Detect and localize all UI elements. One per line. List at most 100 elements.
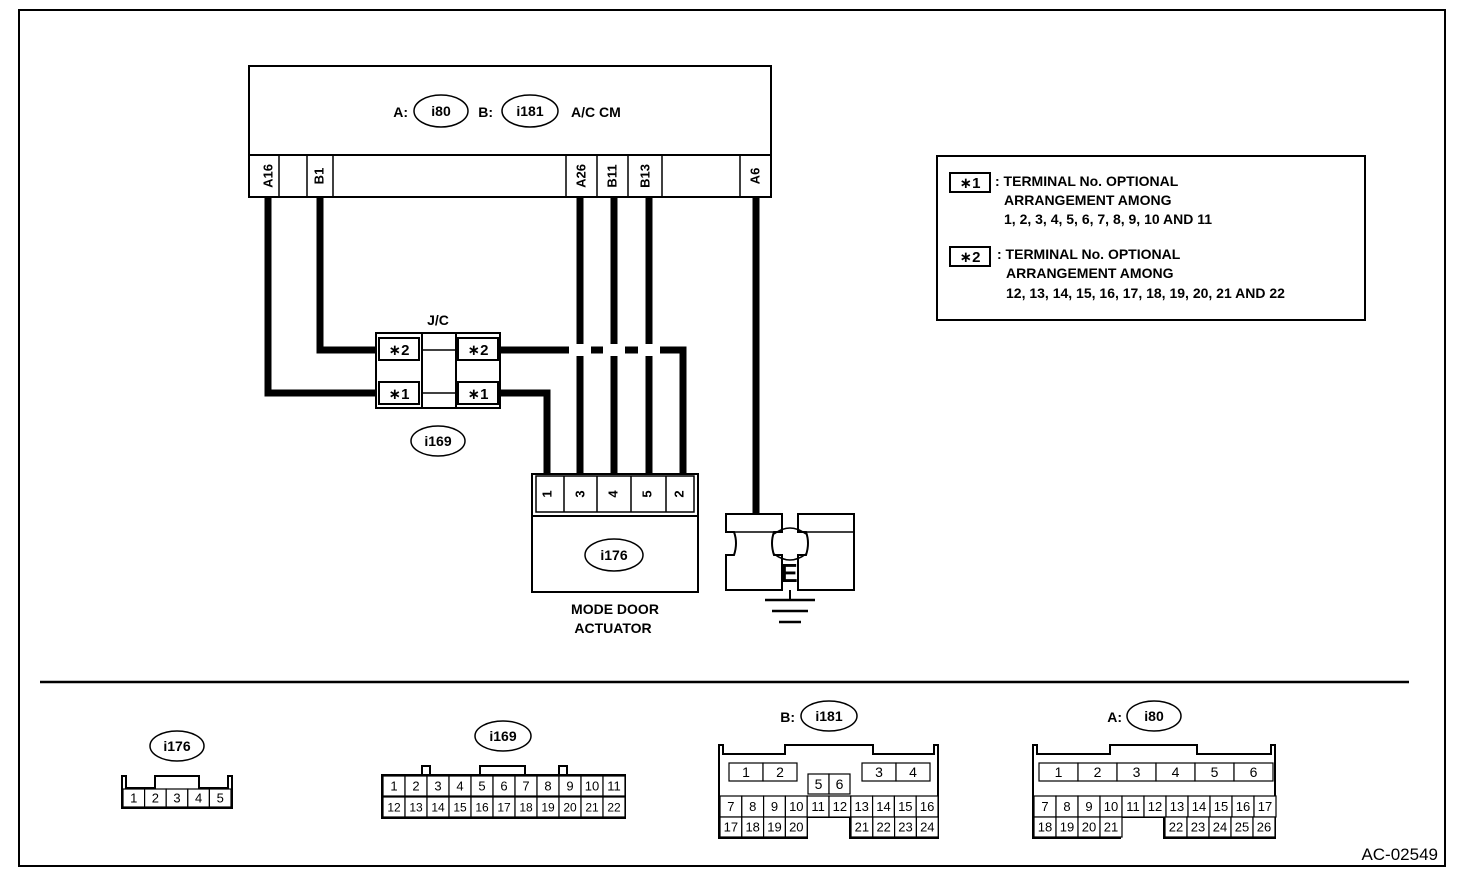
cv-i169-pin-15: 15 — [453, 800, 467, 814]
cv-i80-pin-22: 22 — [1169, 820, 1183, 835]
cv-i176-pin-3: 3 — [173, 791, 180, 806]
legend-mark-1: ∗1 — [960, 175, 981, 192]
acm-pin-a16: A16 — [260, 164, 275, 188]
wire-jc-pin1 — [498, 389, 551, 474]
diagram-code: AC-02549 — [1361, 845, 1438, 864]
cv-i169-pin-16: 16 — [475, 800, 489, 814]
cv-i181-pin-19: 19 — [767, 820, 781, 835]
cv-i80-label: i80 — [1144, 708, 1164, 724]
cv-i169-pin-5: 5 — [478, 779, 485, 794]
acm-prefix-a: A: — [393, 104, 408, 120]
cv-i169-pin-6: 6 — [500, 779, 507, 794]
cv-i80-prefix: A: — [1107, 709, 1122, 725]
cv-i169-pin-18: 18 — [519, 800, 533, 814]
cv-i176-pin-4: 4 — [195, 791, 202, 806]
cv-i181-pin-20: 20 — [789, 820, 803, 835]
cv-i181-pin-22: 22 — [876, 820, 890, 835]
cv-i181-pin-1: 1 — [742, 764, 750, 780]
cv-i80-pin-14: 14 — [1192, 799, 1206, 814]
cv-i169-pin-14: 14 — [431, 800, 445, 814]
acm-pin-b1: B1 — [311, 168, 326, 185]
acm-pin-b11: B11 — [604, 164, 619, 187]
cv-i169-pin-11: 11 — [607, 779, 621, 794]
cv-i80-pin-23: 23 — [1191, 820, 1205, 835]
cv-i80-pin-4: 4 — [1172, 764, 1180, 780]
cv-i169-pin-13: 13 — [409, 800, 423, 814]
cv-i181-pin-7: 7 — [727, 799, 734, 814]
cv-i181-pin-21: 21 — [855, 820, 869, 835]
mode-door-actuator: 1 3 4 5 2 i176 MODE DOOR ACTUATOR — [531, 473, 699, 636]
cv-i80-pin-7: 7 — [1041, 799, 1048, 814]
cv-i181-label: i181 — [815, 708, 842, 724]
legend-mark-2: ∗2 — [960, 249, 981, 266]
jc-label: J/C — [427, 312, 449, 328]
actuator-pin-2: 2 — [671, 490, 686, 497]
cv-i169-cell-11 — [602, 775, 626, 797]
jc-connector: i169 — [424, 433, 451, 449]
cv-i169-pin-4: 4 — [456, 779, 463, 794]
cv-i80-pin-5: 5 — [1211, 764, 1219, 780]
acm-conn-a: i80 — [431, 103, 451, 119]
cv-i169-pin-2: 2 — [412, 779, 419, 794]
acm-pin-cells — [278, 155, 772, 197]
cv-i169-pin-9: 9 — [566, 779, 573, 794]
cv-i80-pin-6: 6 — [1250, 764, 1258, 780]
cv-i80-pin-2: 2 — [1094, 764, 1102, 780]
cv-i181-pin-11: 11 — [811, 799, 825, 814]
cv-i181-pin-5: 5 — [815, 776, 823, 792]
legend-item-1-line3: 1, 2, 3, 4, 5, 6, 7, 8, 9, 10 AND 11 — [1004, 211, 1212, 227]
cv-i169-pin-3: 3 — [434, 779, 441, 794]
cv-i80-cell-26 — [1252, 816, 1276, 838]
cv-i181-pin-24: 24 — [920, 820, 934, 835]
cv-i181-pin-4: 4 — [909, 764, 917, 780]
cv-i80-pin-26: 26 — [1257, 820, 1271, 835]
cv-i80-pin-10: 10 — [1104, 799, 1118, 814]
acm-pin-a6: A6 — [747, 168, 762, 185]
cv-i80-pin-18: 18 — [1038, 820, 1052, 835]
jc-left-pin-2: ∗2 — [389, 342, 410, 359]
cv-i181-cell-2 — [762, 762, 798, 782]
cv-i181-pin-2: 2 — [776, 764, 784, 780]
acm-conn-b: i181 — [516, 103, 543, 119]
cv-i181-pin-23: 23 — [898, 820, 912, 835]
jc-connector-oval — [410, 425, 466, 457]
cv-i80-pin-19: 19 — [1060, 820, 1074, 835]
cv-i80-pin-17: 17 — [1258, 799, 1272, 814]
actuator-connector-oval — [584, 538, 644, 572]
acm-pin-a26: A26 — [573, 164, 588, 188]
cv-i80-pin-11: 11 — [1126, 799, 1140, 814]
cv-i80-pin-15: 15 — [1214, 799, 1228, 814]
cv-i176-pin-2: 2 — [152, 791, 159, 806]
cv-i181-pin-3: 3 — [875, 764, 883, 780]
acm-name: A/C CM — [571, 104, 621, 120]
ground-label: E — [780, 558, 797, 588]
ground-point: E — [725, 513, 855, 624]
actuator-pin-1: 1 — [539, 490, 554, 497]
cv-i181-cell-24 — [915, 816, 939, 838]
cv-i169-pin-22: 22 — [607, 800, 621, 814]
cv-i176-pin-1: 1 — [130, 791, 137, 806]
wire-jc-pin2 — [498, 346, 687, 474]
cv-i80-pin-21: 21 — [1104, 820, 1118, 835]
cv-i181-pin-8: 8 — [749, 799, 756, 814]
actuator-pin-5: 5 — [639, 490, 654, 497]
cv-i181-prefix: B: — [780, 709, 795, 725]
cv-i181-pin-6: 6 — [836, 776, 844, 792]
cv-i169-cell-22 — [602, 796, 626, 818]
wire-a16 — [264, 197, 378, 397]
cv-i176-label: i176 — [163, 738, 190, 754]
legend-item-2-line3: 12, 13, 14, 15, 16, 17, 18, 19, 20, 21 A… — [1006, 285, 1285, 301]
cv-i181-pin-18: 18 — [745, 820, 759, 835]
cv-i80-pin-25: 25 — [1235, 820, 1249, 835]
jc-left-pin-1: ∗1 — [389, 386, 410, 403]
cv-i80-pin-8: 8 — [1063, 799, 1070, 814]
cv-i181-cell-4 — [895, 762, 931, 782]
cv-i80-pin-3: 3 — [1133, 764, 1141, 780]
cv-i80-cell-6 — [1233, 762, 1274, 782]
jc-right-pin-1: ∗1 — [468, 386, 489, 403]
